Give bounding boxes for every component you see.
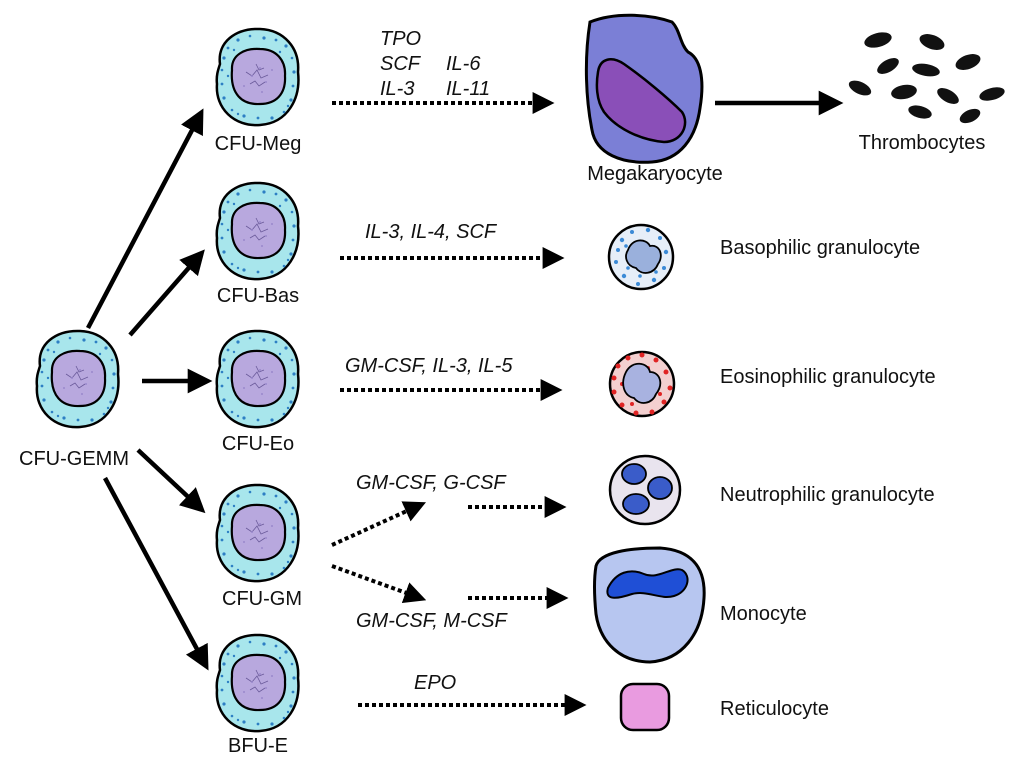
label-eosinophilic-granulocyte: Eosinophilic granulocyte	[720, 366, 936, 388]
thrombocytes-platelets	[848, 32, 1005, 124]
cfu-meg-cell	[215, 27, 300, 127]
neutrophil-cell	[608, 454, 682, 526]
cytokines-monocyte: GM-CSF, M-CSF	[356, 610, 509, 632]
cytokine-il-3: IL-3	[380, 78, 414, 100]
cytokines-neutrophil: GM-CSF, G-CSF	[356, 472, 507, 494]
label-cfu-bas: CFU-Bas	[217, 285, 299, 307]
label-cfu-gm: CFU-GM	[222, 588, 302, 610]
reticulocyte-cell	[619, 682, 671, 732]
label-megakaryocyte: Megakaryocyte	[587, 163, 723, 185]
label-bfu-e: BFU-E	[228, 735, 288, 757]
label-thrombocytes: Thrombocytes	[859, 132, 986, 154]
arrow-gemm-to-gm	[136, 448, 206, 514]
label-neutrophilic-granulocyte: Neutrophilic granulocyte	[720, 484, 935, 506]
cytokine-tpo: TPO	[380, 28, 421, 50]
eosinophil-cell	[608, 350, 676, 418]
arrow-gemm-to-bfue	[103, 476, 209, 671]
monocyte-cell	[593, 546, 706, 664]
cytokine-il-11: IL-11	[446, 78, 490, 100]
label-cfu-eo: CFU-Eo	[222, 433, 294, 455]
cfu-bas-cell	[215, 181, 300, 281]
bfu-e-cell	[215, 633, 300, 733]
cytokine-il-6: IL-6	[446, 53, 481, 75]
cytokines-basophil: IL-3, IL-4, SCF	[365, 221, 498, 243]
basophil-cell	[607, 223, 675, 291]
label-cfu-meg: CFU-Meg	[215, 133, 302, 155]
label-basophilic-granulocyte: Basophilic granulocyte	[720, 237, 920, 259]
label-cfu-gemm: CFU-GEMM	[19, 448, 129, 470]
cfu-gm-cell	[215, 483, 300, 583]
megakaryocyte-cell	[584, 13, 704, 164]
cytokines-eosinophil: GM-CSF, IL-3, IL-5	[345, 355, 513, 377]
cytokine-scf: SCF	[380, 53, 422, 75]
dotted-arrow-gm-up	[331, 501, 427, 547]
cfu-eo-cell	[215, 329, 300, 429]
arrow-gemm-to-bas	[128, 249, 205, 337]
dotted-arrow-gm-down	[331, 564, 427, 604]
cfu-gemm-cell	[35, 329, 120, 429]
label-monocyte: Monocyte	[720, 603, 807, 625]
cytokine-epo: EPO	[414, 672, 456, 694]
arrow-gemm-to-meg	[86, 108, 204, 330]
label-reticulocyte: Reticulocyte	[720, 698, 829, 720]
